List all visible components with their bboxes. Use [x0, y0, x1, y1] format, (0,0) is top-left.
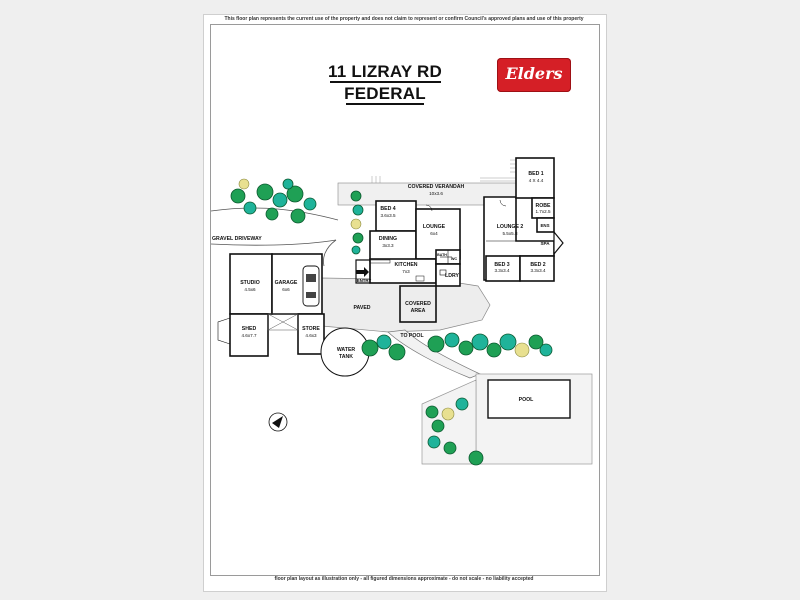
dim-studio: 4.5x6 [244, 287, 256, 292]
room-labels: COVERED VERANDAH 10x3.6 BED 1 4 X 4.4 RO… [212, 171, 551, 403]
label-paved: PAVED [353, 305, 370, 311]
carport-cross [267, 313, 299, 331]
elders-logo: Elders [497, 58, 571, 92]
label-bath: BATH [437, 253, 447, 257]
label-dining: DINING [379, 236, 397, 242]
house-walls [369, 157, 555, 323]
room-bed4-outline [375, 200, 417, 232]
dim-dining: 3x3.3 [382, 243, 394, 248]
room-bed1-outline [515, 157, 555, 199]
label-covered-verandah: COVERED VERANDAH [408, 184, 465, 190]
dim-bed1: 4 X 4.4 [529, 178, 544, 183]
dim-robe: 1.7x2.5 [535, 209, 551, 214]
driveway-edge [323, 239, 337, 267]
label-lounge2: LOUNGE 2 [497, 224, 524, 230]
label-wc: WC [451, 257, 458, 261]
pool [487, 379, 571, 419]
label-spa: SPA [540, 241, 550, 246]
verandah-steps [371, 159, 516, 183]
label-water-tank-2: TANK [339, 354, 353, 360]
property-address: 11 LIZRAY RD [328, 62, 442, 81]
room-bed2-outline [519, 255, 555, 282]
dim-store: 4.6x3 [305, 333, 317, 338]
property-suburb: FEDERAL [344, 84, 426, 103]
label-gravel-driveway: GRAVEL DRIVEWAY [212, 236, 262, 242]
room-ens-outline [536, 217, 555, 233]
dim-garage: 6x6 [282, 287, 290, 292]
north-compass-icon [268, 412, 288, 432]
entry-arrow-icon [356, 267, 369, 277]
label-bed4: BED 4 [380, 206, 395, 212]
label-studio: STUDIO [240, 280, 260, 286]
label-lounge: LOUNGE [423, 224, 446, 230]
footer-disclaimer: floor plan layout as illustration only -… [274, 576, 534, 582]
plan-frame [210, 24, 600, 576]
dim-bed2: 3.3x3.4 [530, 268, 546, 273]
label-to-pool: TO POOL [400, 333, 424, 339]
label-bed1: BED 1 [528, 171, 543, 177]
label-ens: ENS [540, 223, 549, 228]
label-entry: ENTRY [357, 278, 372, 283]
dim-lounge2: 5.5x5.8 [502, 231, 518, 236]
dim-bed3: 3.3x3.4 [494, 268, 510, 273]
dim-kitchen: 7x3 [402, 269, 410, 274]
label-covered-area-2: AREA [411, 308, 426, 314]
label-store: STORE [302, 326, 320, 332]
label-bed3: BED 3 [494, 262, 509, 268]
label-shed: SHED [242, 326, 257, 332]
title-underline [330, 81, 441, 83]
label-water-tank: WATER [337, 347, 356, 353]
label-garage: GARAGE [275, 280, 298, 286]
label-covered-area: COVERED [405, 301, 431, 307]
label-bed2: BED 2 [530, 262, 545, 268]
car-icon [302, 265, 320, 307]
label-robe: ROBE [536, 203, 552, 209]
label-ldry: LDRY [445, 273, 459, 279]
disclaimer-text: This floor plan represents the current u… [224, 16, 584, 22]
dim-covered-verandah: 10x3.6 [429, 191, 443, 196]
dim-shed: 4.6x7.7 [241, 333, 257, 338]
label-kitchen: KITCHEN [394, 262, 417, 268]
dim-bed4: 3.6x3.5 [380, 213, 396, 218]
room-store-outline [297, 313, 325, 355]
shed-doors [217, 317, 231, 345]
trees [230, 178, 553, 466]
interior-details [355, 199, 564, 284]
driveway-edge [210, 239, 337, 246]
title-underline [346, 103, 424, 105]
label-pool: POOL [519, 397, 535, 403]
room-shed-outline [229, 313, 269, 357]
spa-bay [553, 230, 564, 256]
driveway-edge [210, 207, 339, 221]
logo-wordmark: Elders [505, 64, 563, 83]
entry-outline [355, 259, 371, 284]
dim-lounge: 6x4 [430, 231, 438, 236]
covered-area-outline [399, 285, 437, 323]
